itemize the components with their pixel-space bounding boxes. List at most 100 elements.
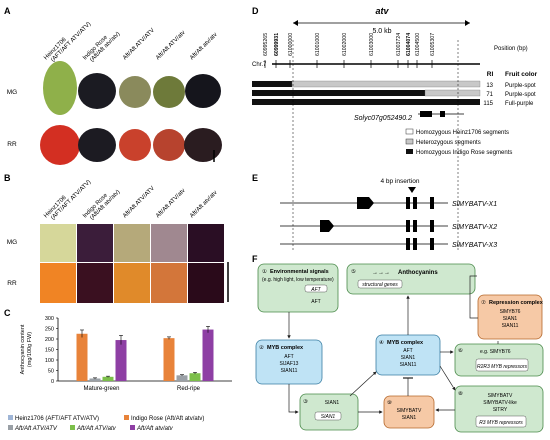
- fruit-mg-indigo-rose: [78, 73, 116, 109]
- r3-member-3: SlTRY: [493, 407, 508, 413]
- myb2-member-2: SlJAF13: [280, 361, 299, 367]
- stage-label-mg: MG: [7, 89, 17, 96]
- gene-label: Solyc07g052490.2: [354, 115, 412, 122]
- bar: [115, 340, 127, 381]
- fruit-photos-mg: [43, 61, 221, 115]
- structural-genes-box: [357, 279, 403, 289]
- sian1-gene: SIAN1: [321, 414, 336, 420]
- position-label: 60999931: [274, 33, 280, 56]
- ri-row-3: 115: [483, 101, 493, 107]
- box7-number: ⑦: [481, 299, 486, 306]
- atv-complex-member-1: SlMYBATV: [397, 408, 422, 414]
- position-label: 61001000: [315, 33, 321, 56]
- bar: [76, 333, 88, 381]
- x-category-label: Red-ripe: [177, 386, 201, 392]
- scale-label: 5.0 kb: [372, 28, 391, 35]
- y-tick-label: 200: [45, 337, 54, 343]
- fruit-mg-atv-atv: [119, 76, 151, 108]
- legend-het-text: Heterozygous segments: [416, 140, 481, 146]
- myb2-member-3: SIAN11: [281, 368, 298, 374]
- bar: [163, 338, 175, 381]
- y-tick-label: 250: [45, 327, 54, 333]
- repression-member-3: SIAN11: [502, 323, 519, 329]
- box1-number: ①: [262, 268, 267, 275]
- legend-text-atv-hom: Aft/Aft atv/atv: [136, 426, 174, 432]
- fruit-mg-atv-hom: [185, 74, 221, 108]
- ri-row-1: 13: [486, 83, 493, 89]
- x3-exon-3: [430, 238, 434, 250]
- insertion-label: 4 bp insertion: [380, 178, 419, 185]
- legend-indigo-text: Homozygous Indigo Rose segments: [416, 150, 512, 156]
- fruit-rr-indigo-rose: [78, 128, 116, 162]
- fruit-rr-atv-het: [153, 129, 185, 161]
- bar: [189, 373, 201, 381]
- chart-legend: Heinz1706 (AFT/AFT ATV/ATV) Indigo Rose …: [8, 415, 204, 432]
- env-gene-label: AFT: [310, 287, 321, 293]
- panel-label-e: E: [252, 173, 258, 183]
- x2-exon-2: [406, 220, 410, 232]
- b-genotype-4-name: Aft/Aft ATV/atv: [155, 188, 187, 220]
- env-gene-box: [304, 284, 328, 293]
- ri13-indigo-segment: [252, 81, 292, 87]
- bar: [102, 376, 114, 381]
- y-axis-label: Anthocyanin content: [20, 324, 26, 374]
- recombinant-bars: [252, 80, 481, 105]
- arrow-sian1-to-myb4: [349, 371, 377, 397]
- env-subtitle: (e.g. high light, low temperature): [262, 277, 334, 283]
- r2r3-label: R2R3 MYB repressors: [477, 364, 528, 370]
- x2-exon-1: [320, 220, 334, 232]
- env-loop: [289, 312, 297, 338]
- myb2-member-1: AFT: [284, 354, 293, 360]
- box9-number: ⑨: [387, 399, 392, 406]
- arrow-myb2-to-sian1: [288, 384, 299, 414]
- insertion-arrow: [408, 187, 416, 193]
- myb4-title: MYB complex: [387, 340, 424, 346]
- bar: [89, 378, 101, 381]
- b-genotype-5-name: Aft/Aft atv/atv: [189, 190, 218, 219]
- env-signal-box: [257, 263, 339, 313]
- panel-label-f: F: [252, 254, 258, 264]
- micro-rr-indigo-rose: [77, 263, 113, 303]
- stage-label-rr: RR: [7, 141, 17, 148]
- r2r3-example: e.g. SlMYB76: [480, 349, 511, 355]
- sian1-gene-box: [314, 411, 342, 421]
- genotype-5-name: Aft/Aft atv/atv: [189, 32, 218, 61]
- r3-member-2: SlMYBATV-like: [483, 400, 517, 406]
- structural-genes-label: structural genes: [362, 282, 398, 288]
- panel-label-b: B: [4, 173, 11, 183]
- x1-exon-3: [413, 197, 417, 209]
- micro-mg-atv-het: [151, 224, 187, 262]
- transcript-name-x3: SlMYBATV-X3: [452, 242, 497, 249]
- pericarp-micrographs: [40, 224, 224, 303]
- repression-bar-line: [469, 275, 478, 319]
- myb4-member-1: AFT: [403, 348, 412, 354]
- repression-member-1: SlMYB76: [500, 309, 521, 315]
- anthocyanins-label: Anthocyanins: [398, 270, 438, 276]
- fruit-mg-heinz: [43, 61, 77, 115]
- ri-row-2: 71: [486, 92, 493, 98]
- x1-exon-1: [357, 197, 374, 209]
- micro-rr-atv-hom: [188, 263, 224, 303]
- legend-swatch-atv-hom: [130, 425, 135, 430]
- arrow-chain: →→→: [372, 270, 390, 276]
- transcript-name-x2: SlMYBATV-X2: [452, 224, 497, 231]
- y-axis-unit: (mg/100g FW): [27, 332, 33, 367]
- micro-mg-indigo-rose: [77, 224, 113, 262]
- legend-text-heinz: Heinz1706 (AFT/AFT ATV/ATV): [15, 416, 99, 422]
- r2r3-gene-box: [475, 358, 529, 372]
- genotype-4-name: Aft/Aft ATV/atv: [155, 30, 187, 62]
- box6-number: ⑥: [458, 347, 463, 354]
- position-label: 61005307: [430, 33, 436, 56]
- repression-title: Repression complex: [489, 300, 544, 306]
- atv-complex-member-2: SIAN1: [402, 415, 417, 421]
- box2-number: ②: [259, 344, 264, 351]
- ri-header: RI: [487, 71, 494, 78]
- position-label: 61002000: [342, 33, 348, 56]
- ri71-het-segment: [424, 89, 481, 97]
- legend-text-atv-het: Aft/Aft ATV/atv: [76, 426, 117, 432]
- panel-label-d: D: [252, 6, 259, 16]
- micro-rr-atv-atv: [114, 263, 150, 303]
- b-stage-label-rr: RR: [7, 280, 17, 287]
